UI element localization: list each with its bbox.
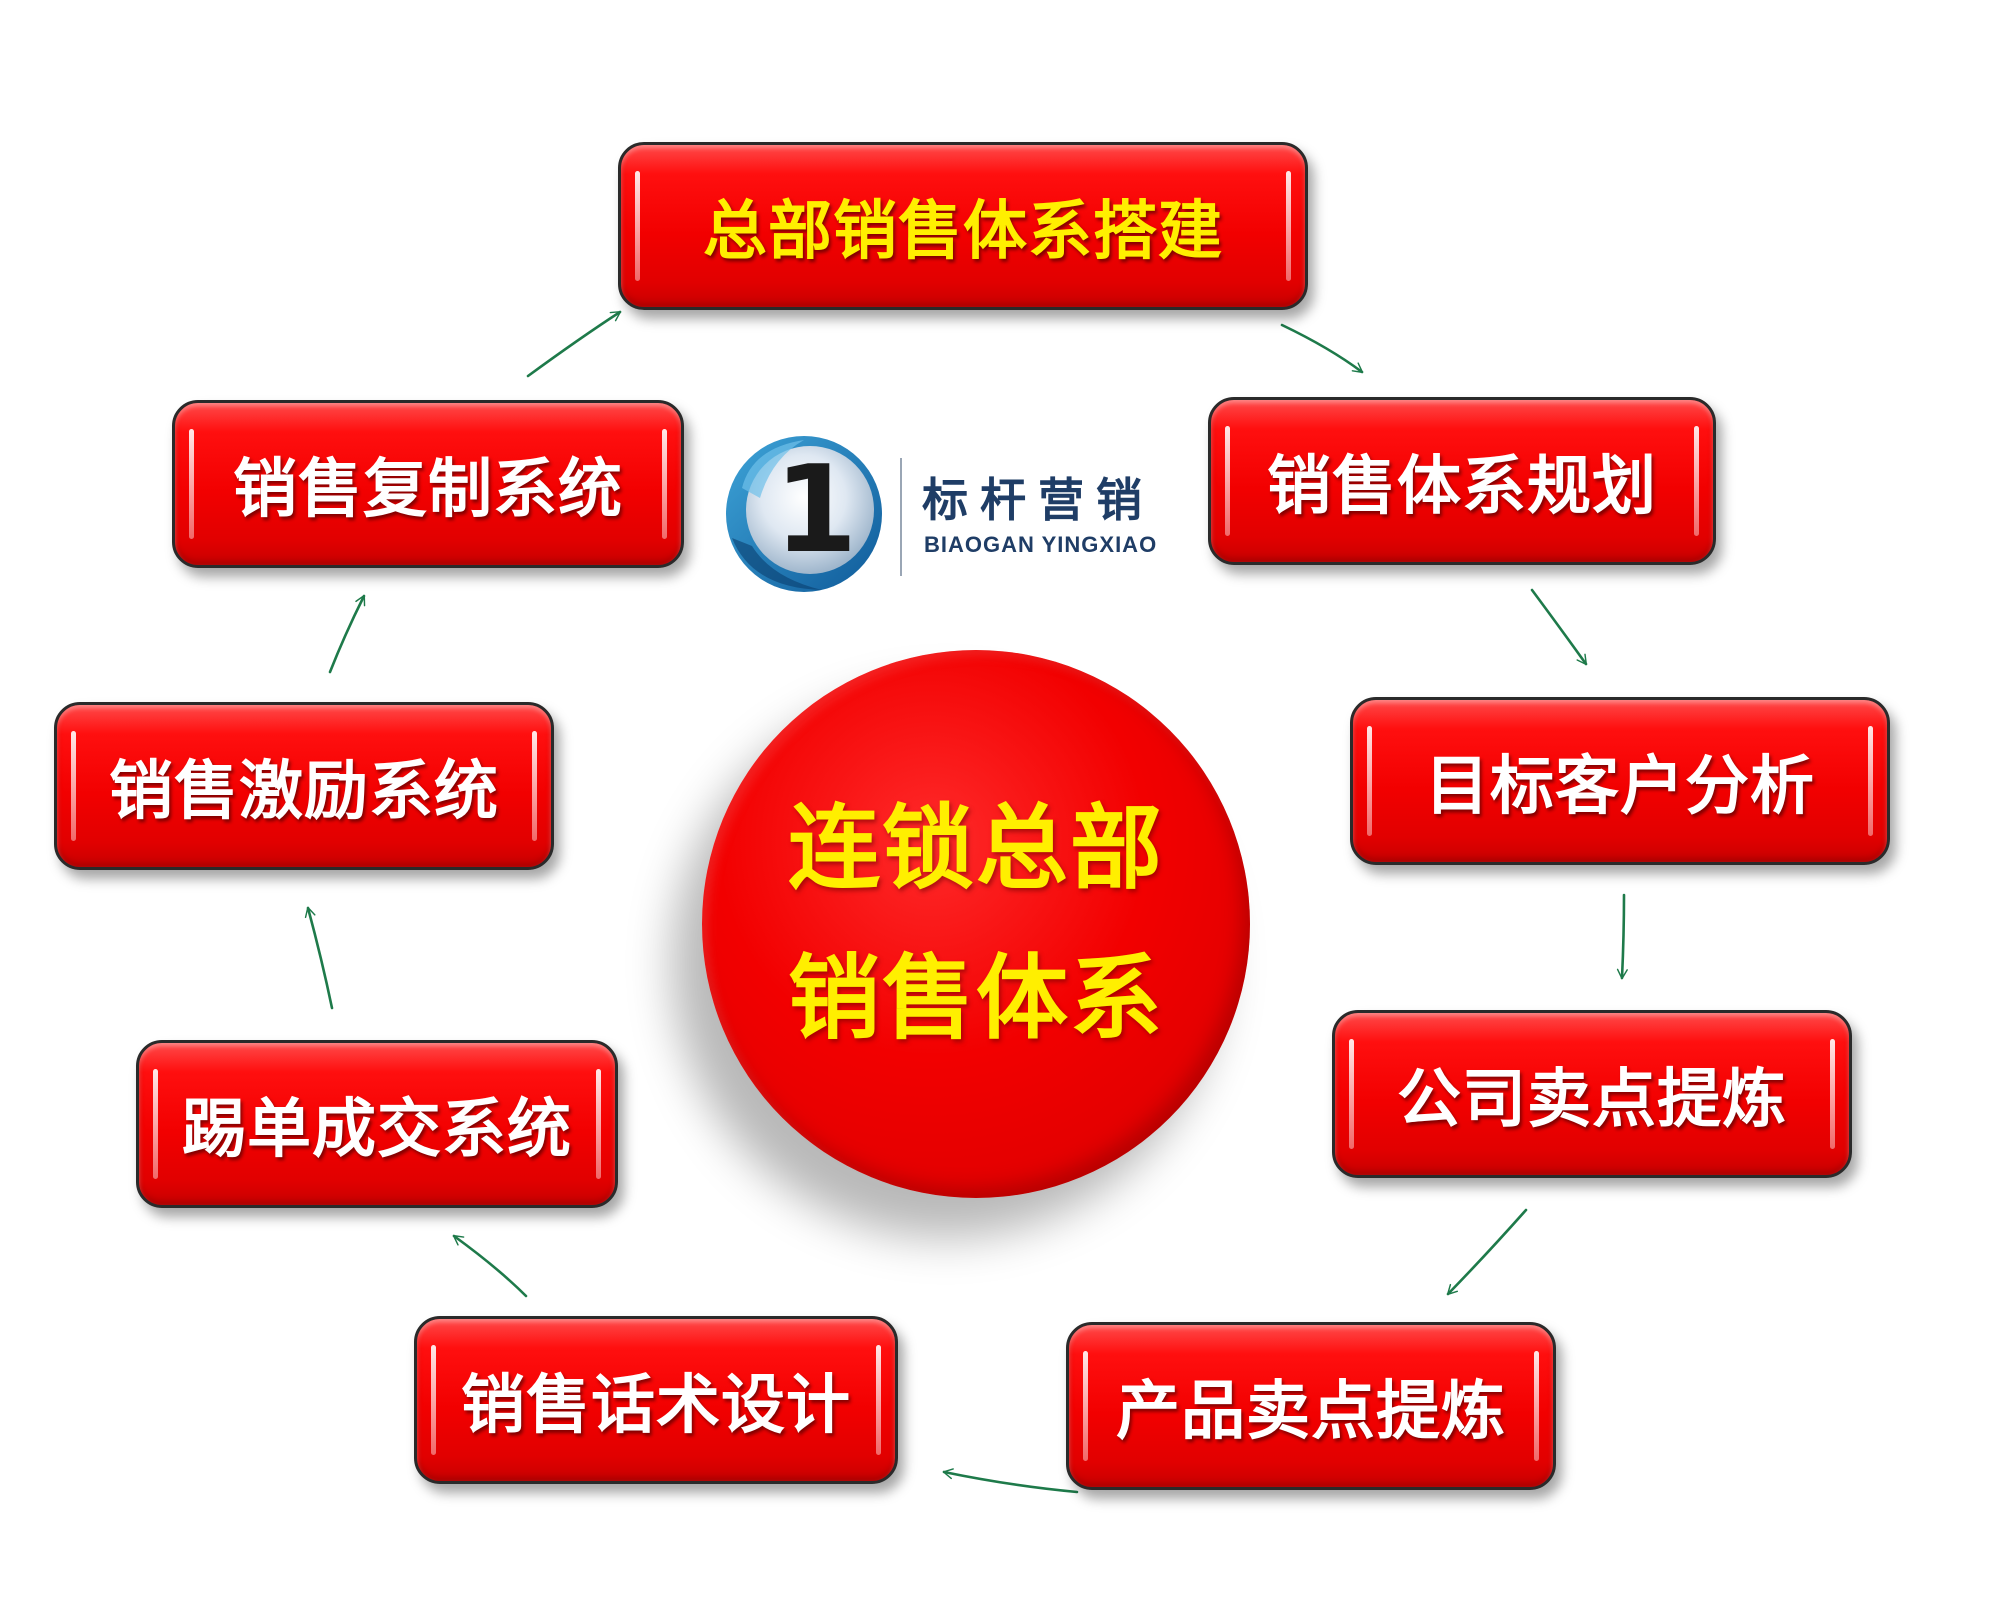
logo-subtitle: BIAOGAN YINGXIAO — [924, 532, 1158, 557]
center-circle: 连锁总部 销售体系 — [702, 650, 1250, 1198]
node-label: 总部销售体系搭建 — [703, 195, 1223, 269]
node-label: 销售话术设计 — [461, 1369, 851, 1443]
logo-mark-number: 1 — [774, 441, 858, 580]
node-company-selling-points: 公司卖点提炼 — [1332, 1010, 1852, 1178]
arrow-closing-to-incentive — [304, 906, 334, 1010]
arrow-script-to-closing — [452, 1234, 528, 1298]
node-label: 目标客户分析 — [1425, 750, 1815, 824]
node-label: 公司卖点提炼 — [1397, 1063, 1787, 1137]
arrow-planning-to-customer — [1530, 588, 1588, 666]
node-label: 销售复制系统 — [233, 453, 623, 527]
logo-emblem-icon — [726, 436, 882, 592]
node-hq-sales-system-build: 总部销售体系搭建 — [618, 142, 1308, 310]
arrow-product-to-script — [942, 1468, 1079, 1494]
node-product-selling-points: 产品卖点提炼 — [1066, 1322, 1556, 1490]
node-sales-replication-system: 销售复制系统 — [172, 400, 684, 568]
center-title-line2: 销售体系 — [787, 945, 1164, 1052]
arrow-incentive-to-copy — [328, 594, 366, 674]
arrow-copy-to-top — [526, 310, 622, 378]
node-label: 销售激励系统 — [109, 755, 499, 829]
node-target-customer-analysis: 目标客户分析 — [1350, 697, 1890, 865]
arrow-customer-to-company — [1616, 893, 1628, 980]
arrow-top-to-planning — [1280, 323, 1364, 374]
arrow-company-to-product — [1446, 1208, 1528, 1296]
center-title-line1: 连锁总部 — [787, 795, 1164, 902]
logo-name: 标杆营销 — [922, 473, 1154, 527]
logo-divider — [900, 458, 902, 576]
node-label: 踢单成交系统 — [182, 1093, 572, 1167]
biaogan-logo: 1 标杆营销 BIAOGAN YINGXIAO — [712, 428, 1182, 598]
node-label: 产品卖点提炼 — [1116, 1375, 1506, 1449]
node-sales-script-design: 销售话术设计 — [414, 1316, 898, 1484]
node-label: 销售体系规划 — [1267, 450, 1657, 524]
node-sales-system-planning: 销售体系规划 — [1208, 397, 1716, 565]
node-sales-incentive-system: 销售激励系统 — [54, 702, 554, 870]
node-deal-closing-system: 踢单成交系统 — [136, 1040, 618, 1208]
